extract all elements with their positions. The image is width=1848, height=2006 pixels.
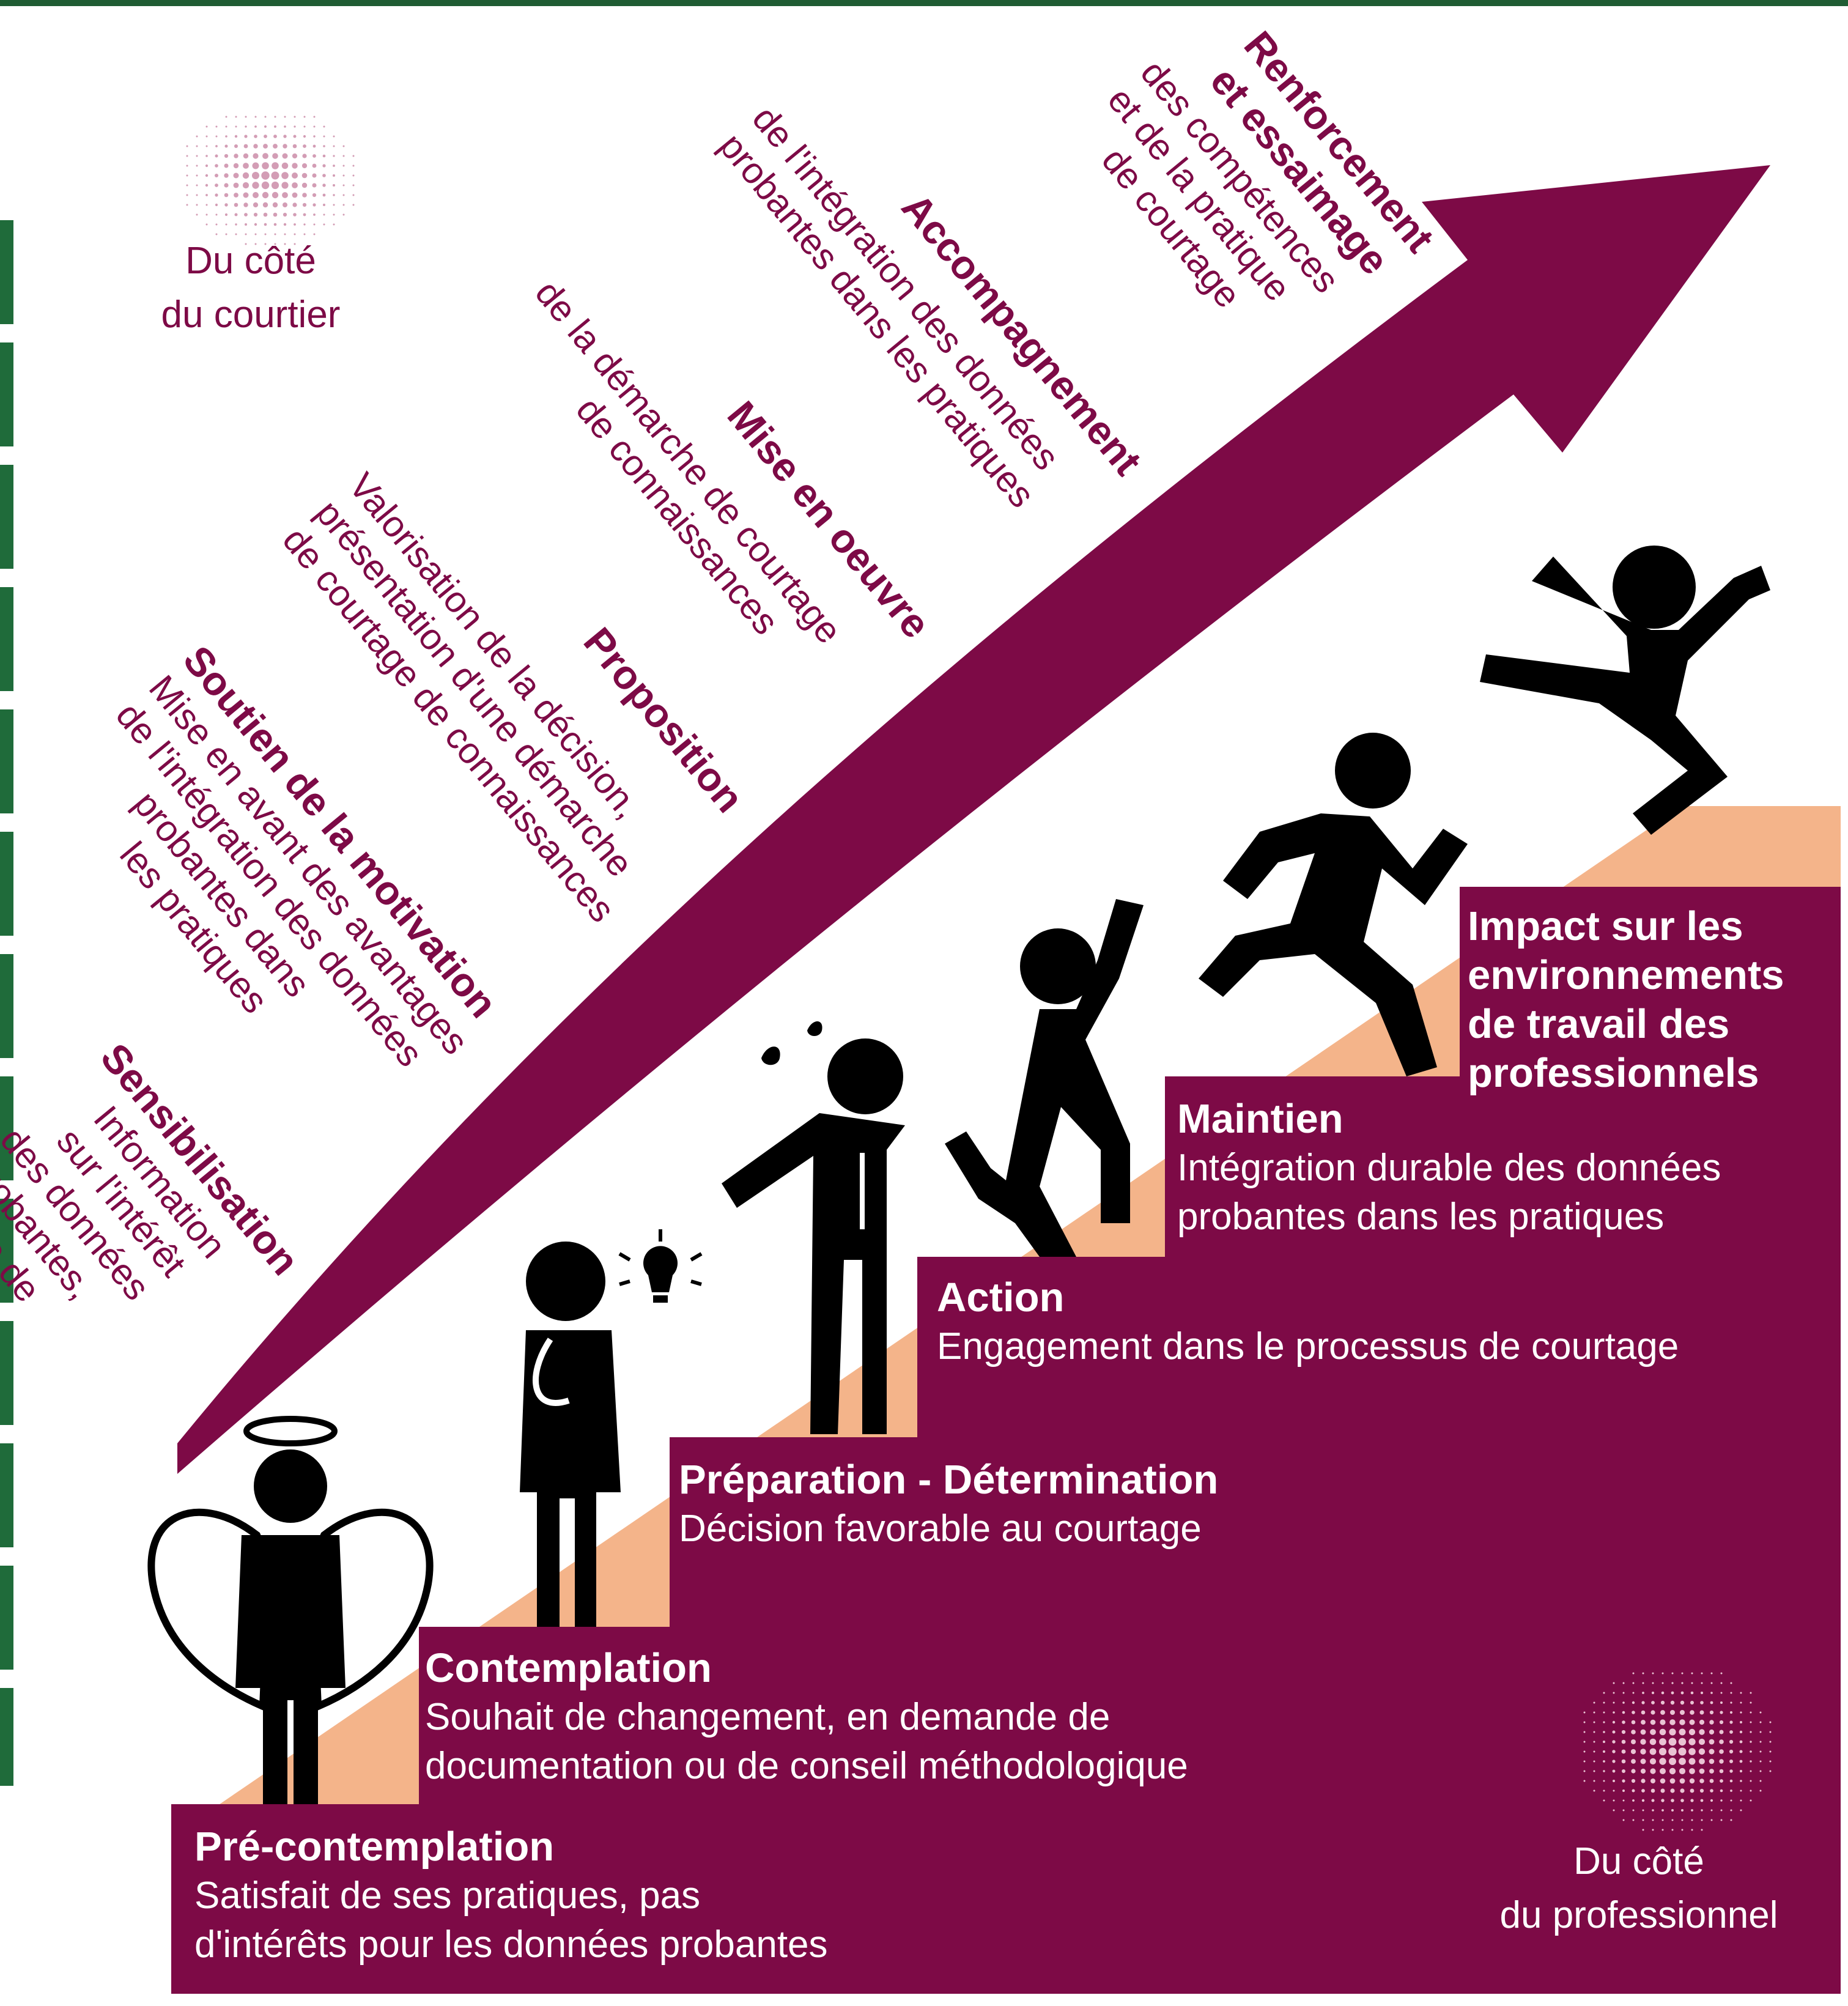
stage-title: de travail des — [1468, 1001, 1730, 1047]
dot-pattern-icon — [1583, 1672, 1772, 1831]
running-figure-icon — [1199, 733, 1468, 1076]
stage-description-line: documentation ou de conseil méthodologiq… — [425, 1745, 1188, 1787]
stage-preparation-determination: Préparation - Détermination Décision fav… — [679, 1456, 1218, 1553]
stage-description-line: Décision favorable au courtage — [679, 1508, 1202, 1550]
progress-arrow — [177, 165, 1770, 1474]
stage-description-line: d'intérêts pour les données probantes — [194, 1923, 828, 1966]
thinking-figure-icon — [520, 1242, 621, 1627]
stage-contemplation: Contemplation Souhait de changement, en … — [425, 1644, 1188, 1791]
stage-action: Action Engagement dans le processus de c… — [937, 1273, 1679, 1371]
broker-side-label: Du côté du courtier — [135, 234, 367, 342]
angel-figure-icon — [147, 1416, 434, 1804]
stage-title: professionnels — [1468, 1050, 1759, 1096]
stage-title: environnements — [1468, 952, 1784, 998]
stage-title: Préparation - Détermination — [679, 1457, 1219, 1503]
stage-title: Pré-contemplation — [194, 1824, 555, 1870]
professional-side-label-line1: Du côté — [1573, 1840, 1704, 1882]
professional-side-label: Du côté du professionnel — [1449, 1835, 1828, 1942]
dot-pattern-icon — [186, 116, 355, 245]
broker-side-label-line1: Du côté — [185, 240, 316, 282]
staircase-body — [171, 887, 1841, 1994]
stage-impact: Impact sur les environnements de travail… — [1468, 902, 1784, 1098]
stage-maintien: Maintien Intégration durable des données… — [1177, 1095, 1721, 1242]
lightbulb-icon — [618, 1229, 703, 1303]
stage-title: Contemplation — [425, 1645, 712, 1691]
broker-side-label-line2: du courtier — [161, 294, 341, 336]
stage-title: Action — [937, 1275, 1065, 1320]
stage-title: Impact sur les — [1468, 903, 1743, 949]
stage-pre-contemplation: Pré-contemplation Satisfait de ses prati… — [194, 1823, 828, 1969]
stage-description-line: Intégration durable des données — [1177, 1147, 1721, 1189]
waving-figure-icon — [945, 899, 1144, 1257]
stage-description-line: Satisfait de ses pratiques, pas — [194, 1875, 701, 1917]
stage-description-line: probantes dans les pratiques — [1177, 1196, 1665, 1238]
professional-side-label-line2: du professionnel — [1499, 1894, 1778, 1936]
top-rule — [0, 0, 1848, 6]
stage-description-line: Souhait de changement, en demande de — [425, 1696, 1111, 1738]
jumping-figure-icon — [1480, 546, 1770, 835]
stage-title: Maintien — [1177, 1096, 1343, 1142]
left-vertical-banner — [0, 220, 13, 1786]
sweating-figure-icon — [722, 1021, 905, 1434]
stage-description-line: Engagement dans le processus de courtage — [937, 1325, 1679, 1368]
